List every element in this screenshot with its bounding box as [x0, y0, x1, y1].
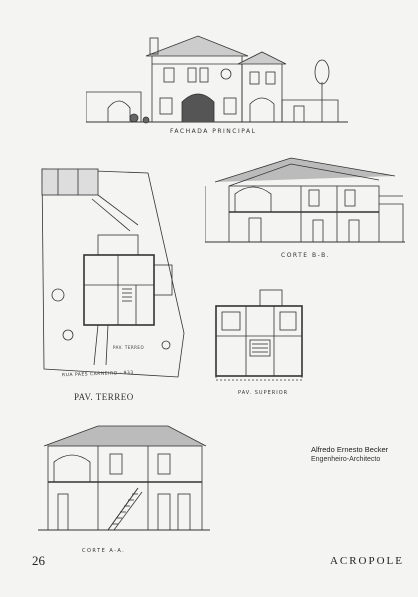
- section-aa-caption: CORTE A-A.: [82, 548, 126, 554]
- section-bb-caption: CORTE B-B.: [281, 252, 331, 259]
- section-aa-drawing: [38, 418, 210, 550]
- ground-floor-caption: PAV. TERREO: [74, 392, 134, 402]
- facade-elevation-drawing: [86, 30, 348, 130]
- upper-floor-caption: PAV. SUPERIOR: [238, 390, 289, 396]
- upper-floor-plan-drawing: [212, 286, 308, 382]
- plan-room-label: PAV. TERREO: [113, 345, 145, 350]
- page-number: 26: [32, 553, 45, 568]
- magazine-name: ACROPOLE: [329, 555, 404, 567]
- facade-caption: FACHADA PRINCIPAL: [170, 128, 257, 135]
- architect-title: Engenheiro-Architecto: [311, 456, 381, 463]
- section-bb-drawing: [205, 150, 405, 250]
- ground-floor-plan-drawing: [38, 165, 186, 380]
- architect-name: Alfredo Ernesto Becker: [311, 445, 389, 454]
- architect-credit: Alfredo Ernesto Becker Engenheiro-Archit…: [311, 445, 404, 463]
